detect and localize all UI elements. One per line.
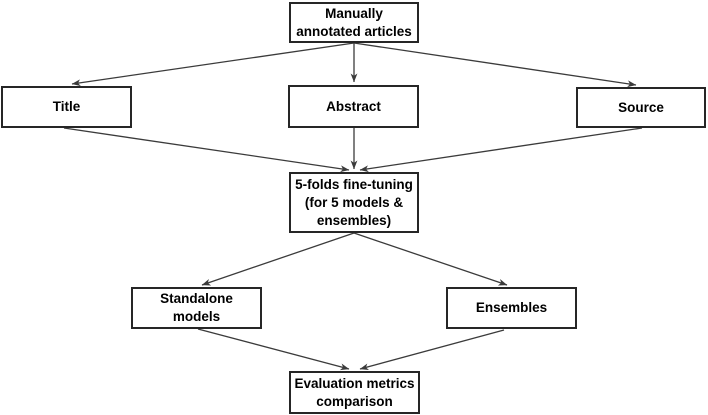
arrow-fivefolds-to-standalone bbox=[201, 232, 355, 286]
arrow-manually-to-title bbox=[71, 42, 355, 87]
node-evaluation-metrics-comparison: Evaluation metrics comparison bbox=[289, 371, 420, 414]
arrow-standalone-to-evaluation bbox=[197, 328, 350, 371]
node-ensembles: Ensembles bbox=[446, 287, 577, 329]
node-label: Ensembles bbox=[475, 300, 548, 315]
node-abstract: Abstract bbox=[288, 85, 419, 128]
arrow-fivefolds-to-ensembles bbox=[353, 232, 508, 286]
node-label: Title bbox=[52, 99, 81, 114]
node-five-folds-fine-tuning: 5-folds fine-tuning (for 5 models & ense… bbox=[289, 172, 419, 233]
node-manually-annotated-articles: Manually annotated articles bbox=[289, 2, 419, 43]
arrow-source-to-fivefolds bbox=[359, 127, 643, 173]
node-standalone-models: Standalone models bbox=[131, 287, 262, 329]
arrow-manually-to-source bbox=[353, 42, 637, 88]
node-source: Source bbox=[576, 87, 706, 128]
node-label: Standalone models bbox=[160, 291, 233, 324]
arrow-title-to-fivefolds bbox=[63, 127, 350, 173]
node-label: Manually annotated articles bbox=[296, 5, 412, 39]
node-label: Evaluation metrics comparison bbox=[294, 375, 415, 409]
node-label: Source bbox=[618, 99, 664, 115]
node-label: Abstract bbox=[326, 98, 381, 114]
node-label: 5-folds fine-tuning (for 5 models & ense… bbox=[295, 176, 413, 228]
node-title: Title bbox=[1, 86, 132, 128]
arrow-ensembles-to-evaluation bbox=[359, 329, 505, 371]
